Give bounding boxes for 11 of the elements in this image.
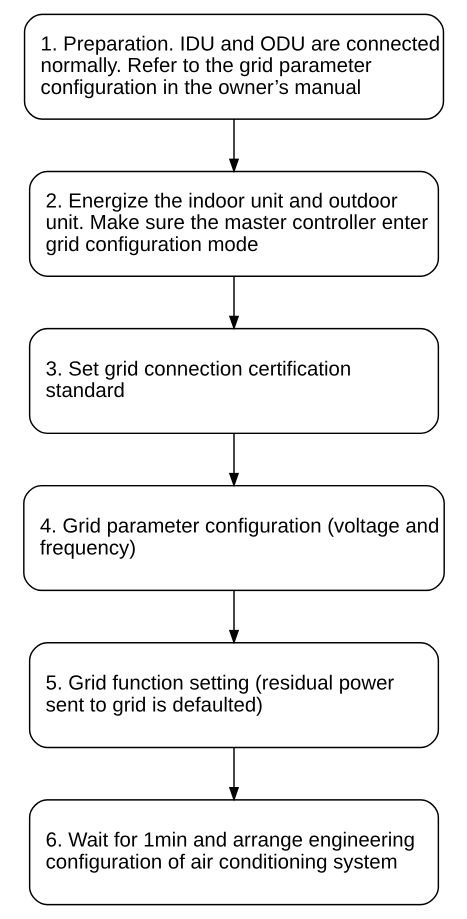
node-box: 3. Set grid connection certification standard [28,328,439,434]
arrow [228,433,239,488]
arrow [228,748,239,802]
arrow [228,276,239,330]
node-box: 1. Preparation. IDU and ODU are connected normally. Refer to the grid parameter configuration in the owner’s manual [23,14,444,120]
node-box: 4. Grid parameter configuration (voltage and frequency) [22,484,444,592]
node-box: 2. Energize the indoor unit and outdoor unit. Make sure the master controller enter grid configuration mode [28,170,439,277]
arrow [228,590,239,644]
arrow [228,119,239,174]
node-box: 6. Wait for 1min and arrange engineering configuration of air conditioning system [28,799,439,906]
node-box: 5. Grid function setting (residual power sent to grid is defaulted) [28,642,439,748]
